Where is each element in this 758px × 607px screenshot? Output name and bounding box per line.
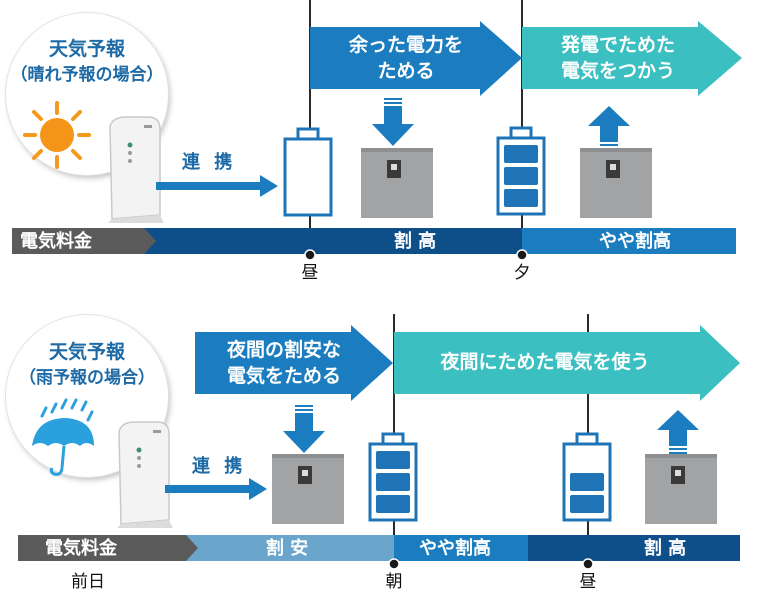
timeline-dot xyxy=(516,249,528,261)
umbrella-rain-icon xyxy=(32,398,94,476)
discharge-up-arrow-icon xyxy=(588,106,630,150)
time-label-evening: 夕 xyxy=(513,263,531,283)
link-label: 連 携 xyxy=(182,152,237,173)
charge-down-arrow-icon xyxy=(283,405,325,453)
link-label: 連 携 xyxy=(192,456,247,477)
battery-empty-icon xyxy=(283,127,333,217)
bubble-title: 天気予報 xyxy=(48,341,125,363)
price-segment-high: 割 高 xyxy=(393,231,437,252)
hems-router-device xyxy=(117,421,173,528)
time-label-noon: 昼 xyxy=(301,263,319,283)
timeline-dot xyxy=(388,558,400,570)
bubble-subtitle: （晴れ予報の場合） xyxy=(10,65,164,85)
arrow-store-surplus xyxy=(310,21,522,96)
battery-full-icon xyxy=(368,432,418,522)
price-segment-slightly-high: やや割高 xyxy=(599,231,671,252)
bubble-subtitle: （雨予報の場合） xyxy=(19,368,155,388)
battery-full-icon xyxy=(496,126,546,216)
arrow-store-night xyxy=(195,325,393,401)
arrow-store-text-2: 電気をためる xyxy=(226,365,341,387)
price-bar-top xyxy=(12,228,736,254)
arrow-use-stored xyxy=(394,325,740,401)
time-label-morning: 朝 xyxy=(385,572,403,592)
time-label-previous-day: 前日 xyxy=(71,572,105,592)
timeline-dot xyxy=(582,558,594,570)
arrow-use-text-1: 発電でためた xyxy=(560,34,675,56)
price-segment-high: 割 高 xyxy=(643,538,687,559)
arrow-use-generated xyxy=(522,21,742,96)
arrow-store-text-2: ためる xyxy=(377,60,435,82)
storage-battery-unit xyxy=(361,148,433,218)
hems-router-device xyxy=(108,116,164,223)
arrow-use-text: 夜間にためた電気を使う xyxy=(440,351,650,373)
price-bar-bottom xyxy=(18,535,740,561)
timeline-dot xyxy=(304,249,316,261)
arrow-store-text-1: 余った電力を xyxy=(348,34,463,56)
arrow-store-text-1: 夜間の割安な xyxy=(226,339,341,361)
charge-down-arrow-icon xyxy=(372,98,414,146)
link-arrow xyxy=(156,175,278,197)
price-segment-slightly-high: やや割高 xyxy=(419,538,491,559)
storage-battery-unit xyxy=(580,148,652,218)
top-noon-line xyxy=(309,0,311,254)
link-arrow xyxy=(165,478,267,500)
discharge-up-arrow-icon xyxy=(657,410,699,454)
time-label-noon: 昼 xyxy=(579,572,597,592)
price-bar-label: 電気料金 xyxy=(20,231,92,252)
sun-icon xyxy=(23,101,91,169)
storage-battery-unit xyxy=(272,454,344,524)
price-bar-label: 電気料金 xyxy=(45,538,117,559)
battery-partial-icon xyxy=(562,432,612,522)
arrow-use-text-2: 電気をつかう xyxy=(560,60,675,82)
bubble-title: 天気予報 xyxy=(48,38,125,60)
storage-battery-unit xyxy=(645,454,717,524)
price-segment-low: 割 安 xyxy=(265,538,309,559)
